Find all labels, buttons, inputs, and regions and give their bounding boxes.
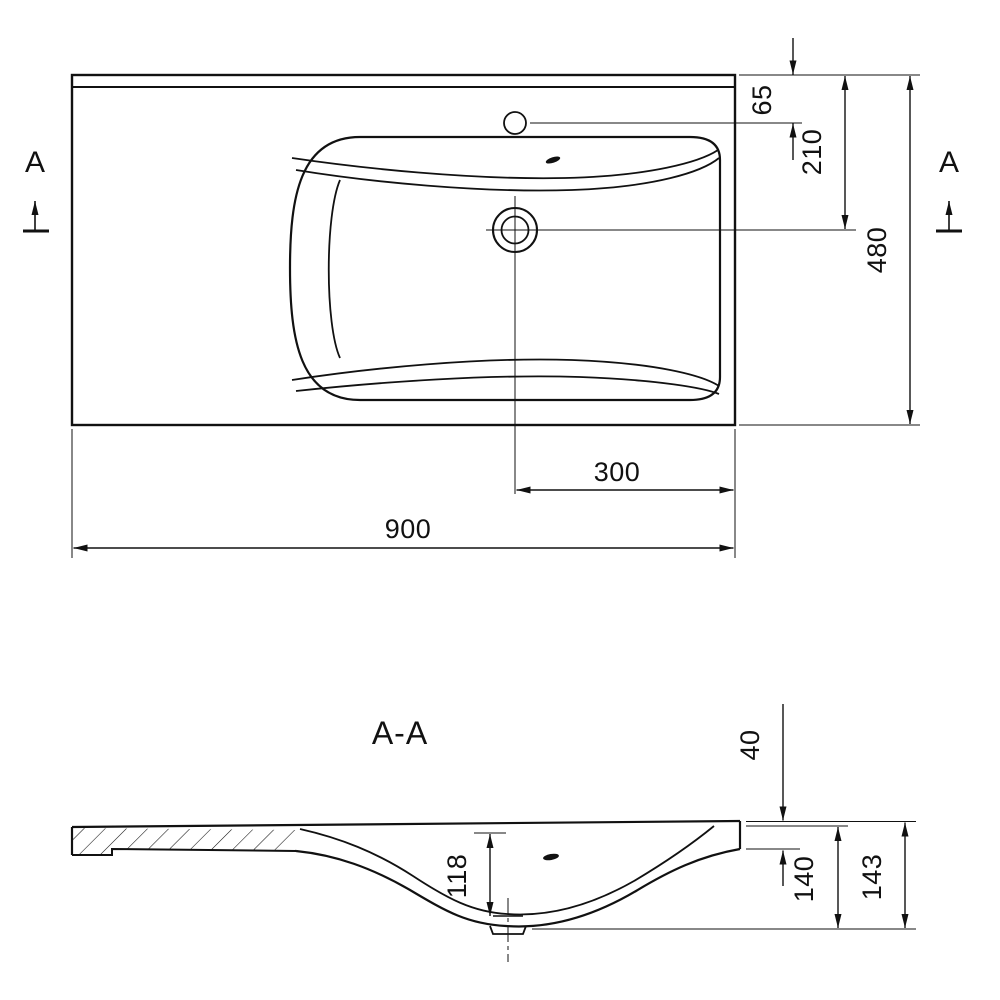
extension-lines — [71, 74, 920, 558]
bowl-rim-outline — [288, 135, 722, 402]
section-view — [70, 819, 742, 962]
dim-depth-label: 480 — [862, 227, 892, 274]
section-dimensions: 40 118 140 143 — [442, 704, 916, 930]
dim-drain-offset-label: 210 — [797, 129, 827, 176]
section-extension-lines — [474, 821, 916, 930]
bowl-inner-shell — [299, 825, 715, 916]
dim-height-front-label: 140 — [789, 856, 819, 903]
drain-section — [489, 898, 527, 962]
drain — [486, 196, 544, 494]
slab-bottom — [72, 847, 297, 856]
overflow-slot — [545, 156, 561, 164]
plan-dimensions: 65 210 480 300 900 — [71, 38, 920, 558]
section-top-surface — [71, 819, 741, 829]
section-marker-left-label: A — [25, 146, 45, 179]
dim-height-total-label: 143 — [857, 854, 887, 901]
top-view — [70, 73, 737, 494]
bowl-outer-shell — [295, 847, 741, 928]
dim-faucet-offset-label: 65 — [747, 84, 777, 115]
dim-width-label: 900 — [385, 514, 432, 544]
faucet-hole-section — [543, 853, 559, 861]
dim-bowl-depth-label: 118 — [442, 854, 472, 899]
section-title: A-A — [372, 715, 428, 751]
section-cut-markers: A A — [23, 146, 962, 233]
bowl-deck-curves — [291, 149, 720, 395]
bowl-inner-left-wall — [327, 179, 341, 359]
faucet-hole — [503, 111, 527, 135]
basin-outer-rect — [70, 73, 737, 427]
section-marker-right-label: A — [939, 146, 959, 179]
dim-drain-from-right-label: 300 — [594, 457, 641, 487]
dim-rim-height-label: 40 — [735, 729, 765, 760]
